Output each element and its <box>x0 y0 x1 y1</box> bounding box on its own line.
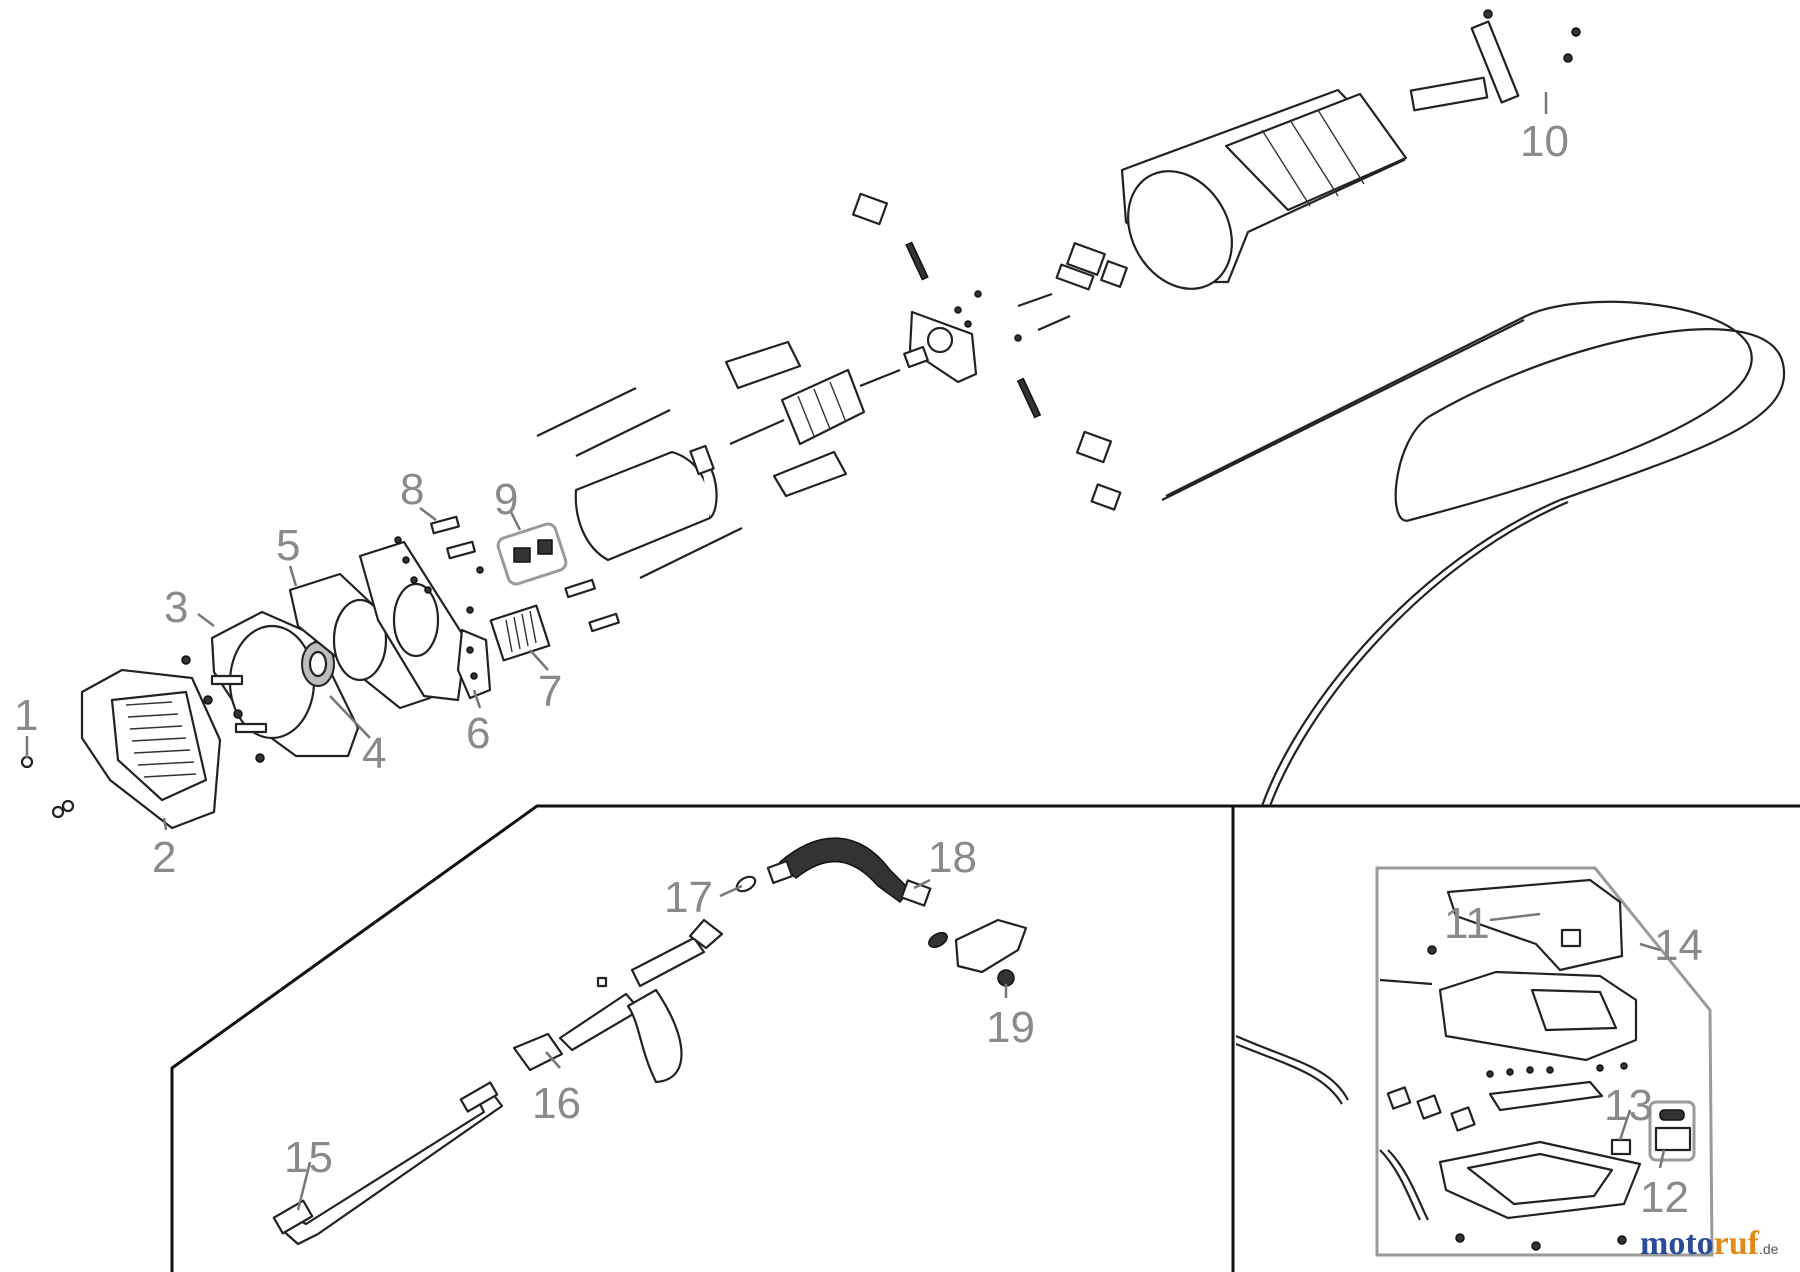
watermark-logo: motoruf.de <box>1640 1225 1779 1262</box>
leader-lines <box>25 92 1666 1211</box>
label-part-14: 14 <box>1654 921 1703 970</box>
part-1-screws <box>20 755 75 819</box>
part-17-o-ring <box>735 875 757 893</box>
part-12-charging-contact <box>1648 1100 1696 1162</box>
group-outline-14 <box>1375 866 1714 1257</box>
label-part-8: 8 <box>400 465 424 514</box>
charger-base <box>1438 1140 1642 1251</box>
part-19-valve <box>954 918 1028 987</box>
part-9-carbon-brushes <box>496 522 568 586</box>
label-part-1: 1 <box>14 691 38 740</box>
part-6-brush-plate <box>456 628 492 700</box>
part-4-bearing <box>301 641 335 687</box>
svg-text:motoruf.de: motoruf.de <box>1640 1225 1779 1262</box>
watermark-brand-a: moto <box>1640 1225 1714 1262</box>
watermark-suffix: .de <box>1759 1241 1779 1257</box>
motor-rods-and-screws <box>536 387 743 633</box>
part-3-front-housing <box>181 610 360 763</box>
part-18-pump-hose <box>766 837 948 948</box>
watermark-brand-b: ruf <box>1714 1225 1760 1262</box>
rear-handle-housing <box>1120 9 1581 290</box>
label-part-9: 9 <box>494 475 518 524</box>
part-16-y-connector <box>512 918 724 1084</box>
part-7-commutator <box>489 604 551 662</box>
label-part-16: 16 <box>532 1079 581 1128</box>
label-part-11: 11 <box>1444 899 1490 948</box>
label-part-3: 3 <box>164 583 188 632</box>
label-part-4: 4 <box>362 729 386 778</box>
part-8-brush-holders <box>394 515 484 614</box>
part-14-charger-housing <box>1379 945 1638 1062</box>
part-5-flange-plates <box>288 540 468 710</box>
label-part-18: 18 <box>928 833 977 882</box>
label-part-17: 17 <box>664 873 713 922</box>
power-cable <box>1161 300 1786 807</box>
label-part-6: 6 <box>466 709 490 758</box>
label-part-12: 12 <box>1640 1173 1689 1222</box>
label-part-2: 2 <box>152 833 176 882</box>
label-part-7: 7 <box>538 667 562 716</box>
part-11-charger-lid <box>1446 878 1624 972</box>
section-frames <box>170 804 1800 1272</box>
part-number-labels: 1 2 3 4 5 6 7 8 9 10 11 12 13 14 15 16 1… <box>14 117 1703 1222</box>
label-part-15: 15 <box>284 1133 333 1182</box>
part-13-charger-internals <box>1386 1062 1632 1156</box>
label-part-19: 19 <box>986 1003 1035 1052</box>
charger-cable <box>1235 1034 1429 1221</box>
part-15-lower-hose <box>272 1081 504 1246</box>
motor-rear-bearing-plate <box>851 192 1128 511</box>
motor-armature <box>689 340 901 498</box>
label-part-10: 10 <box>1520 117 1569 166</box>
part-2-grille-cover <box>80 668 222 830</box>
label-part-13: 13 <box>1604 1081 1653 1130</box>
label-part-5: 5 <box>276 521 300 570</box>
